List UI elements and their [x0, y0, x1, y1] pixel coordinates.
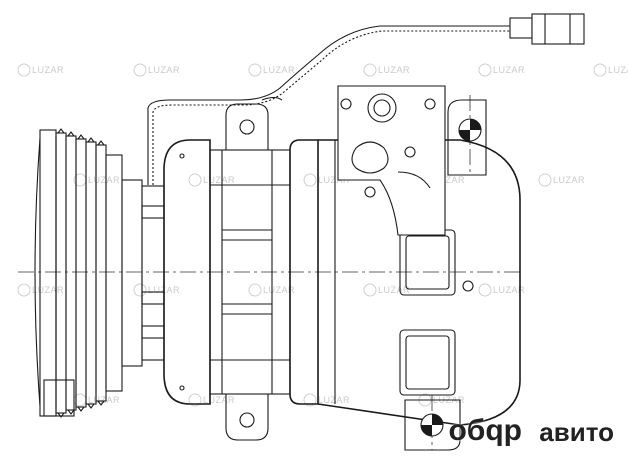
- watermark-18: LUZAR: [188, 393, 235, 407]
- svg-text:LUZAR: LUZAR: [263, 285, 295, 295]
- port-flange: [337, 85, 446, 236]
- svg-text:LUZAR: LUZAR: [433, 175, 465, 185]
- watermark-16: LUZAR: [478, 283, 525, 297]
- bottom-mount-ear: [225, 394, 269, 441]
- watermark-2: LUZAR: [133, 63, 180, 77]
- svg-text:LUZAR: LUZAR: [32, 285, 64, 295]
- wire-harness: [147, 13, 585, 185]
- watermark-11: LUZAR: [538, 173, 585, 187]
- upper-rear-mount: [447, 99, 487, 176]
- svg-text:LUZAR: LUZAR: [608, 65, 628, 75]
- watermark-15: LUZAR: [363, 283, 410, 297]
- pulley: [34, 128, 143, 418]
- svg-text:LUZAR: LUZAR: [263, 65, 295, 75]
- svg-text:LUZAR: LUZAR: [88, 395, 120, 405]
- svg-text:LUZAR: LUZAR: [203, 395, 235, 405]
- wire-connector: [509, 17, 533, 39]
- watermark-12: LUZAR: [17, 283, 64, 297]
- pulley-grooves: [55, 128, 107, 418]
- svg-text:LUZAR: LUZAR: [378, 285, 410, 295]
- svg-text:LUZAR: LUZAR: [318, 395, 350, 405]
- watermark-9: LUZAR: [303, 173, 350, 187]
- lower-rear-mount: [404, 399, 461, 451]
- svg-text:LUZAR: LUZAR: [148, 65, 180, 75]
- svg-text:LUZAR: LUZAR: [32, 65, 64, 75]
- svg-text:LUZAR: LUZAR: [493, 285, 525, 295]
- watermark-13: LUZAR: [133, 283, 180, 297]
- body-bolts: [179, 153, 185, 391]
- watermark-grid: LUZAR LUZAR LUZAR LUZAR LUZAR LUZAR LUZA…: [17, 63, 628, 407]
- watermark-6: LUZAR: [593, 63, 628, 77]
- watermark-14: LUZAR: [248, 283, 295, 297]
- watermark-8: LUZAR: [188, 173, 235, 187]
- watermark-4: LUZAR: [363, 63, 410, 77]
- wire-connector-plug: [531, 13, 585, 45]
- svg-text:LUZAR: LUZAR: [318, 175, 350, 185]
- watermark-logo-overlay: oбqp: [448, 414, 522, 447]
- watermark-3: LUZAR: [248, 63, 295, 77]
- svg-text:LUZAR: LUZAR: [203, 175, 235, 185]
- watermark-7: LUZAR: [73, 173, 120, 187]
- watermark-17: LUZAR: [73, 393, 120, 407]
- watermark-1: LUZAR: [17, 63, 64, 77]
- watermark-19: LUZAR: [303, 393, 350, 407]
- svg-text:LUZAR: LUZAR: [88, 175, 120, 185]
- clutch-hub: [141, 185, 165, 361]
- svg-text:LUZAR: LUZAR: [378, 65, 410, 75]
- svg-text:LUZAR: LUZAR: [493, 65, 525, 75]
- watermark-text-overlay: авито: [539, 417, 614, 447]
- watermark-5: LUZAR: [478, 63, 525, 77]
- svg-text:LUZAR: LUZAR: [553, 175, 585, 185]
- top-mount-ear: [225, 103, 269, 150]
